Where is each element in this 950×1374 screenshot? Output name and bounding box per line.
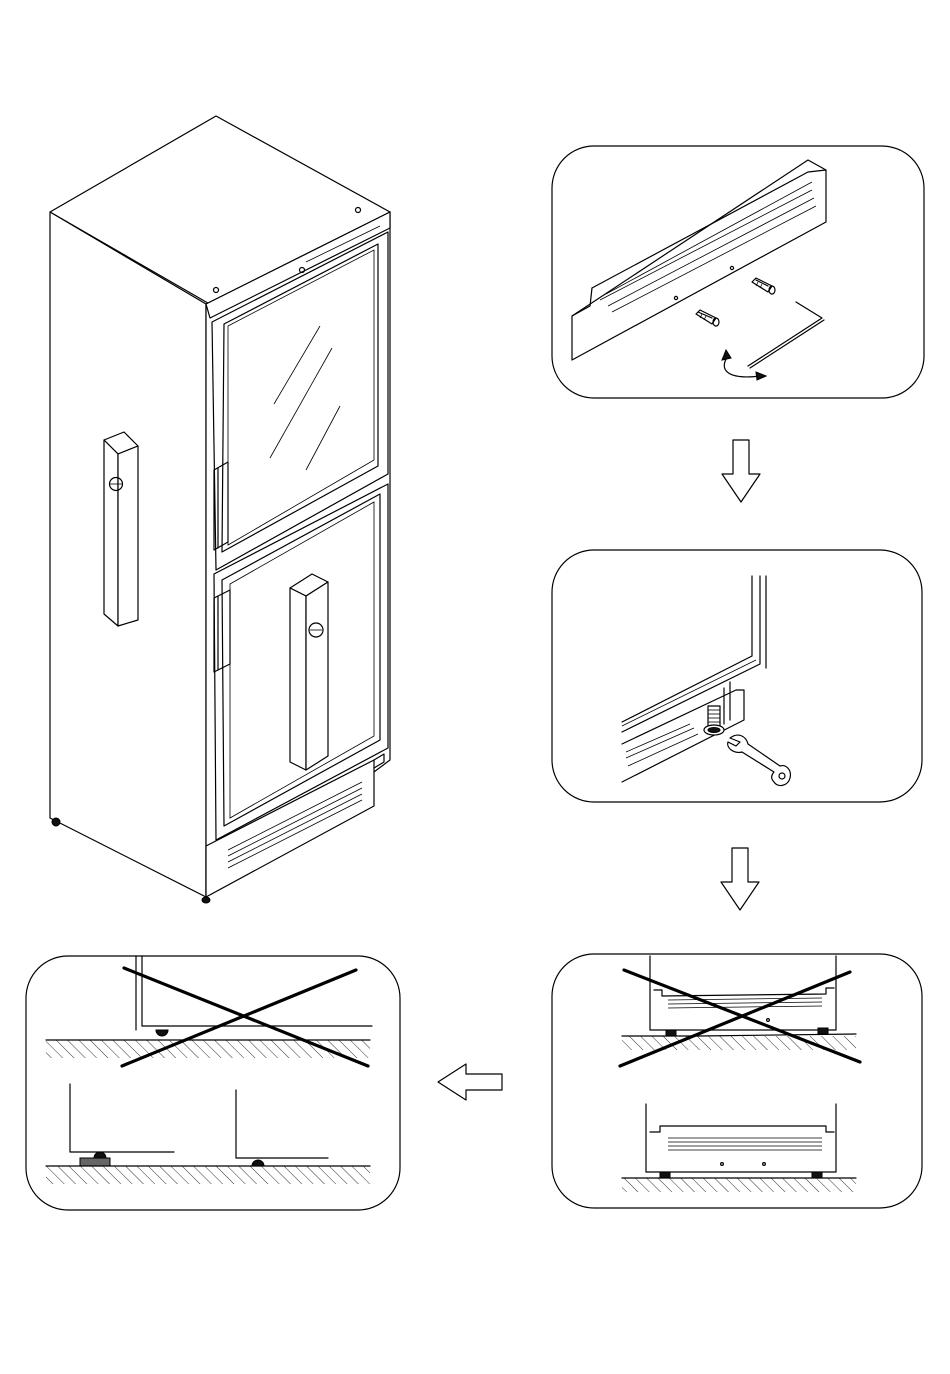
side-label-plate <box>104 432 138 626</box>
panel-level-check <box>552 954 922 1208</box>
door-label-plate <box>290 574 328 770</box>
panel-kick-plate-removal <box>552 146 924 398</box>
panel-foot-support-check <box>26 956 400 1210</box>
arrow-left-icon <box>438 1064 502 1100</box>
foot-icon <box>202 897 210 903</box>
refrigerator-cabinet <box>50 116 390 903</box>
panel-foot-adjustment <box>552 550 922 802</box>
caster-icon <box>52 818 60 826</box>
shim-block-icon <box>80 1158 110 1166</box>
arrow-down-icon <box>721 848 759 910</box>
arrow-down-icon <box>722 440 760 502</box>
